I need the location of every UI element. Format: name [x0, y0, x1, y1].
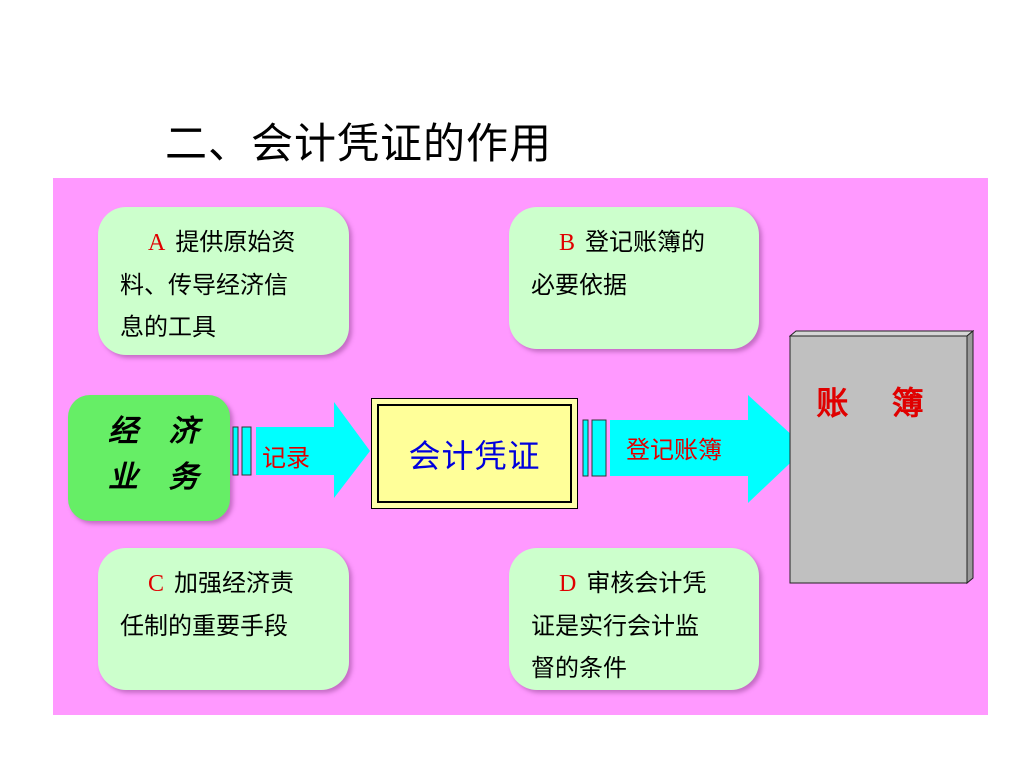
- card-a-provide-original-data: A 提供原始资 料、传导经济信 息的工具: [98, 207, 349, 355]
- ledger-box-top-face: [789, 330, 974, 337]
- card-c-line-2: 任制的重要手段: [120, 612, 288, 640]
- economic-business-box: 经 济 业 务: [68, 395, 230, 521]
- post-ledger-arrow: [582, 395, 806, 503]
- card-a-line-2: 料、传导经济信: [120, 271, 288, 299]
- post-ledger-arrow-stripe-1: [582, 419, 589, 477]
- card-b-line-2: 必要依据: [531, 271, 627, 299]
- card-d-letter: D: [559, 571, 577, 597]
- record-arrow-stripe-2: [241, 426, 252, 476]
- record-arrow-label: 记录: [262, 444, 310, 472]
- card-c-line-1-text: 加强经济责: [174, 569, 295, 597]
- record-arrow-stripe-1: [232, 426, 239, 476]
- card-a-line-1: A 提供原始资: [120, 221, 331, 264]
- slide-title: 二、会计凭证的作用: [165, 119, 553, 168]
- card-b-line-1: B 登记账簿的: [531, 221, 741, 264]
- ledger-box-side-face: [966, 330, 974, 585]
- accounting-voucher-box: 会计凭证: [371, 398, 578, 509]
- card-b-ledger-basis: B 登记账簿的 必要依据: [509, 207, 759, 349]
- card-d-accounting-supervision: D 审核会计凭 证是实行会计监 督的条件: [509, 548, 759, 690]
- post-ledger-arrow-label: 登记账簿: [626, 436, 722, 464]
- ledger-box-front-face: [789, 335, 968, 584]
- card-a-letter: A: [148, 230, 166, 256]
- card-c-line-1: C 加强经济责: [120, 562, 331, 605]
- post-ledger-arrow-stripe-2: [591, 419, 607, 477]
- card-d-line-1: D 审核会计凭: [531, 562, 741, 605]
- card-b-line-1-text: 登记账簿的: [585, 228, 706, 256]
- record-arrow: [232, 402, 370, 498]
- economic-business-line-2: 业 务: [108, 460, 209, 495]
- record-arrow-body: [256, 402, 370, 498]
- economic-business-line-1: 经 济: [108, 414, 209, 449]
- ledger-label: 账 簿: [816, 384, 940, 422]
- ledger-box: [789, 330, 974, 585]
- card-d-line-3: 督的条件: [531, 654, 627, 682]
- card-b-letter: B: [559, 230, 576, 256]
- accounting-voucher-label: 会计凭证: [377, 404, 572, 503]
- card-c-letter: C: [148, 571, 165, 597]
- post-ledger-arrow-body: [610, 395, 806, 503]
- card-a-line-3: 息的工具: [120, 313, 216, 341]
- card-d-line-2: 证是实行会计监: [531, 612, 699, 640]
- card-c-responsibility-system: C 加强经济责 任制的重要手段: [98, 548, 349, 690]
- card-d-line-1-text: 审核会计凭: [586, 569, 707, 597]
- card-a-line-1-text: 提供原始资: [175, 228, 296, 256]
